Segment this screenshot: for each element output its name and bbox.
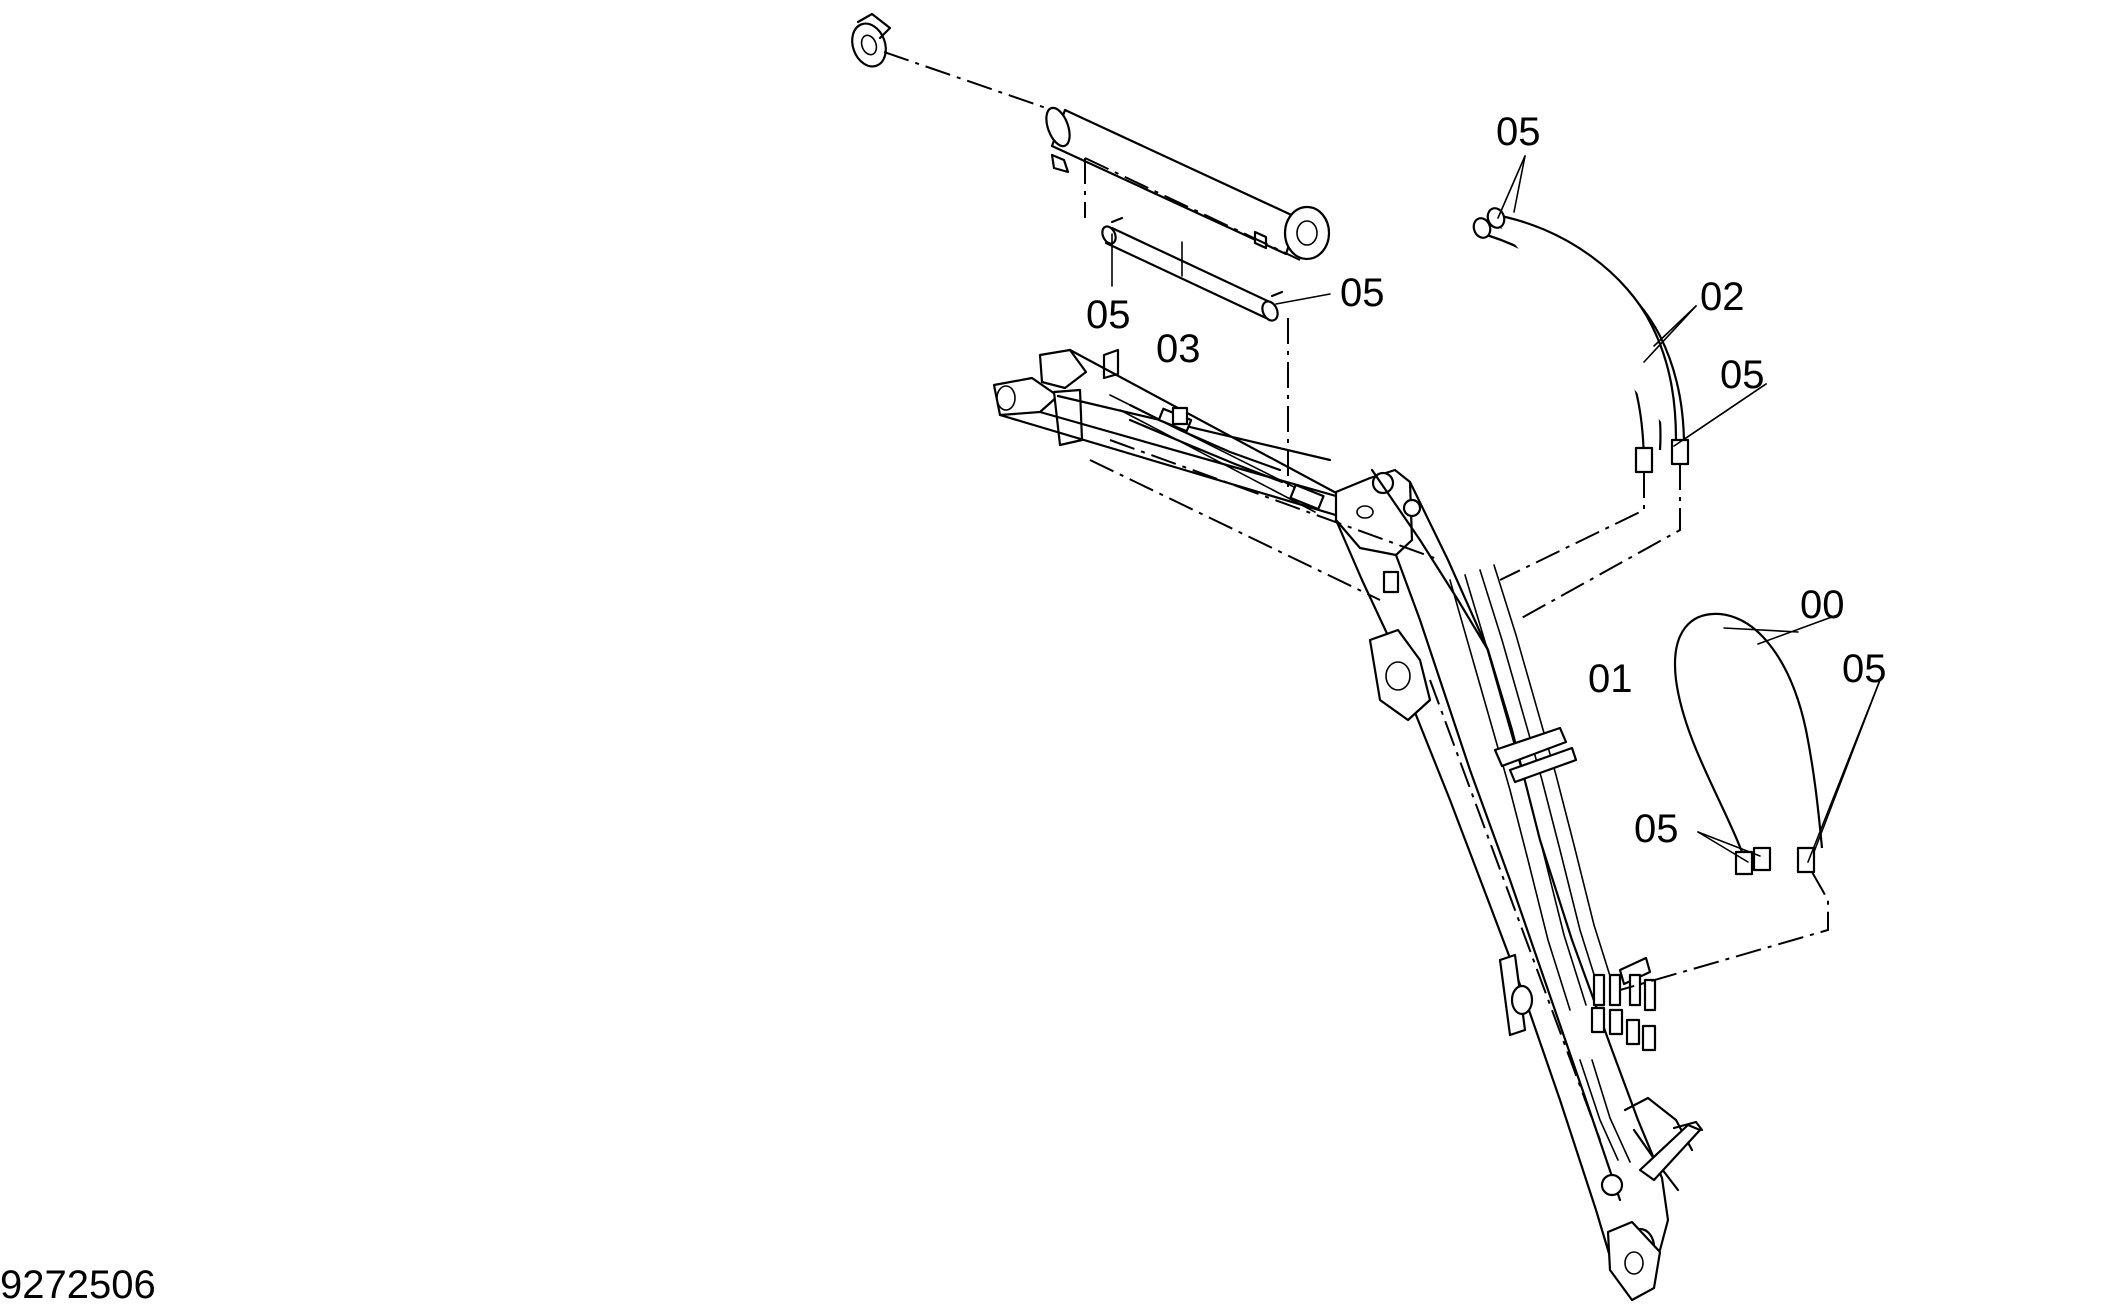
callout-05-hose-top: 05 [1496, 110, 1541, 154]
hydraulic-hose-02 [1472, 207, 1690, 621]
drawing-number: 9272506 [0, 1263, 156, 1307]
callout-05-hose01-bottom: 05 [1634, 807, 1679, 851]
callout-05-hose00-right: 05 [1842, 647, 1887, 691]
callout-00: 00 [1800, 583, 1845, 627]
hydraulic-hose-00-01 [1619, 612, 1829, 991]
callout-01: 01 [1588, 657, 1633, 701]
arm-cylinder [851, 12, 1331, 261]
callout-05-hose02-bottom: 05 [1720, 353, 1765, 397]
cylinder-barrel [1045, 106, 1331, 261]
hydraulic-pipe-03 [1101, 216, 1289, 490]
arm-boom [992, 348, 1704, 1302]
callout-03: 03 [1156, 327, 1201, 371]
callout-02: 02 [1700, 275, 1745, 319]
cylinder-rod-eye [851, 12, 892, 68]
callout-05-pipe-left: 05 [1086, 293, 1131, 337]
callout-leaders [1111, 155, 1881, 863]
callout-05-pipe-right: 05 [1340, 271, 1385, 315]
